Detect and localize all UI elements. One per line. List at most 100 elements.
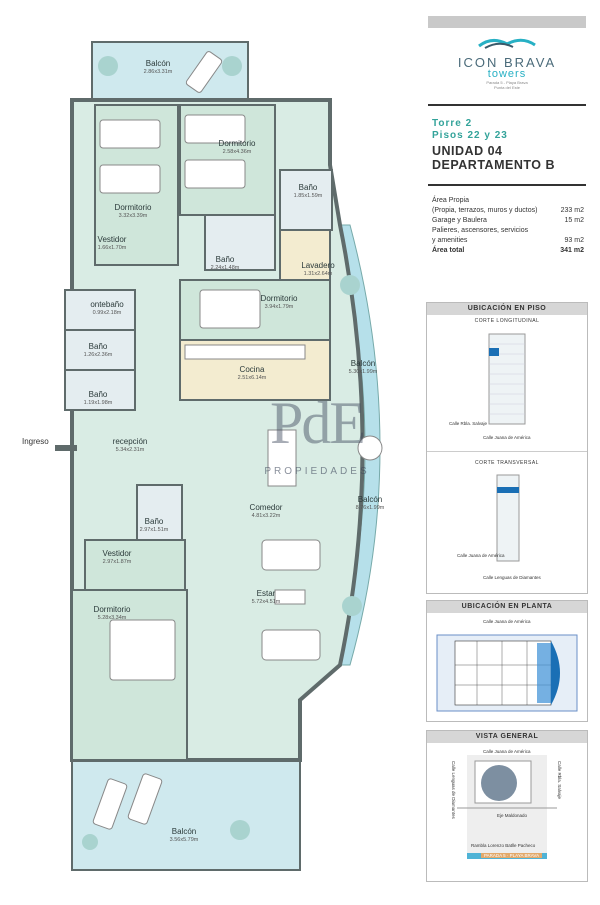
room-dimensions: 5.34x2.31m (115, 447, 145, 453)
piso-label-4: Calle Lenguas de Diamantes (483, 575, 541, 580)
vista-label-2: Calle Rbla. Salvaje (557, 761, 562, 800)
room-dimensions: 2.97x1.51m (139, 527, 169, 533)
room-name: Comedor (249, 503, 283, 512)
vista-label-6: PARADA 5 · PLAYA BRAVA (481, 853, 543, 858)
room-dimensions: 3.94x1.79m (264, 304, 294, 310)
piso-label-3: Calle Juana de América (457, 553, 505, 558)
tower-section-drawing (488, 333, 526, 425)
room-dimensions: 0.99x2.18m (92, 310, 122, 316)
room-dimensions: 5.72x4.51m (251, 599, 281, 605)
area-row: (Propia, terrazos, muros y ductos)233 m2 (432, 207, 584, 214)
room-name: Balcón (171, 827, 197, 836)
room-name: Baño (144, 517, 164, 526)
room-name: Dormitorio (218, 139, 256, 148)
divider-top (428, 104, 586, 106)
site-plan-drawing (436, 634, 578, 712)
area-table: Área Propia (Propia, terrazos, muros y d… (432, 196, 584, 256)
pisos-label: Pisos 22 y 23 (432, 130, 508, 141)
torre-label: Torre 2 (432, 118, 473, 129)
piso-label-2: Calle Juana de América (483, 435, 531, 440)
ingreso-label: Ingreso (22, 437, 49, 446)
aerial-view-drawing (457, 755, 557, 859)
room-dimensions: 8.76x1.99m (355, 505, 385, 511)
corte-transversal-label: CORTE TRANSVERSAL (475, 460, 539, 466)
unidad-label: UNIDAD 04 (432, 144, 503, 158)
room-dimensions: 1.66x1.70m (97, 245, 127, 251)
room-dimensions: 1.31x2.64m (303, 271, 333, 277)
departamento-label: DEPARTAMENTO B (432, 158, 555, 172)
brand-sub: towers (487, 68, 527, 80)
room-dimensions: 5.30x1.99m (348, 369, 378, 375)
room-name: Lavadero (301, 261, 335, 270)
room-name: Dormitorio (260, 294, 298, 303)
room-name: Baño (88, 342, 108, 351)
area-row: Palieres, ascensores, servicios (432, 227, 529, 234)
panel-ubicacion-planta: UBICACIÓN EN PLANTA Calle Juana de Améri… (426, 600, 588, 722)
piso-label-1: Calle Rbla. Salvaje (449, 421, 488, 426)
room-dimensions: 5.28x3.34m (97, 615, 127, 621)
wave-icon (478, 38, 536, 49)
brand-tiny-1: Parada 5 - Playa Brava (486, 80, 528, 85)
brand-name: ICON BRAVA (457, 55, 557, 70)
room-name: Vestidor (97, 235, 127, 244)
room-dimensions: 2.58x4.36m (222, 149, 252, 155)
panel-title: VISTA GENERAL (427, 731, 587, 743)
room-name: Baño (215, 255, 235, 264)
area-title: Área Propia (432, 197, 469, 204)
room-dimensions: 1.19x1.98m (83, 400, 113, 406)
room-name: Cocina (239, 365, 265, 374)
panel-title: UBICACIÓN EN PISO (427, 303, 587, 315)
info-sidebar: ICON BRAVA towers Parada 5 - Playa Brava… (410, 0, 600, 900)
top-bar (428, 16, 586, 28)
room-name: Balcón (145, 59, 171, 68)
panel-vista-general: VISTA GENERAL Calle Juana de América Cal… (426, 730, 588, 882)
room-name: Balcón (350, 359, 376, 368)
room-dimensions: 3.56x5.79m (169, 837, 199, 843)
floor-plan-drawing (55, 41, 383, 871)
room-dimensions: 4.81x3.22m (251, 513, 281, 519)
room-name: Baño (88, 390, 108, 399)
room-dimensions: 2.97x1.87m (102, 559, 132, 565)
room-name: Balcón (357, 495, 383, 504)
room-name: Baño (298, 183, 318, 192)
room-dimensions: 3.32x3.39m (118, 213, 148, 219)
room-name: Vestidor (102, 549, 132, 558)
room-name: Estar (256, 589, 276, 598)
brand-logo: ICON BRAVA towers Parada 5 - Playa Brava… (428, 36, 586, 90)
vista-label-1: Calle Juana de América (483, 749, 531, 754)
room-name: recepción (112, 437, 148, 446)
room-dimensions: 2.86x3.31m (143, 69, 173, 75)
tower-cross-section-drawing (496, 474, 520, 562)
room-dimensions: 1.85x1.59m (293, 193, 323, 199)
vista-label-3: Calle Lenguas de Diamantes (451, 761, 456, 819)
divider-mid (428, 184, 586, 186)
planta-label-1: Calle Juana de América (483, 619, 531, 624)
room-dimensions: 1.26x2.36m (83, 352, 113, 358)
corte-longitudinal-label: CORTE LONGITUDINAL (474, 318, 540, 324)
room-name: Dormitorio (93, 605, 131, 614)
vista-label-5: Rambla Lorenzo Batlle Pacheco (471, 843, 536, 848)
panel-ubicacion-piso: UBICACIÓN EN PISO CORTE LONGITUDINAL Cal… (426, 302, 588, 594)
